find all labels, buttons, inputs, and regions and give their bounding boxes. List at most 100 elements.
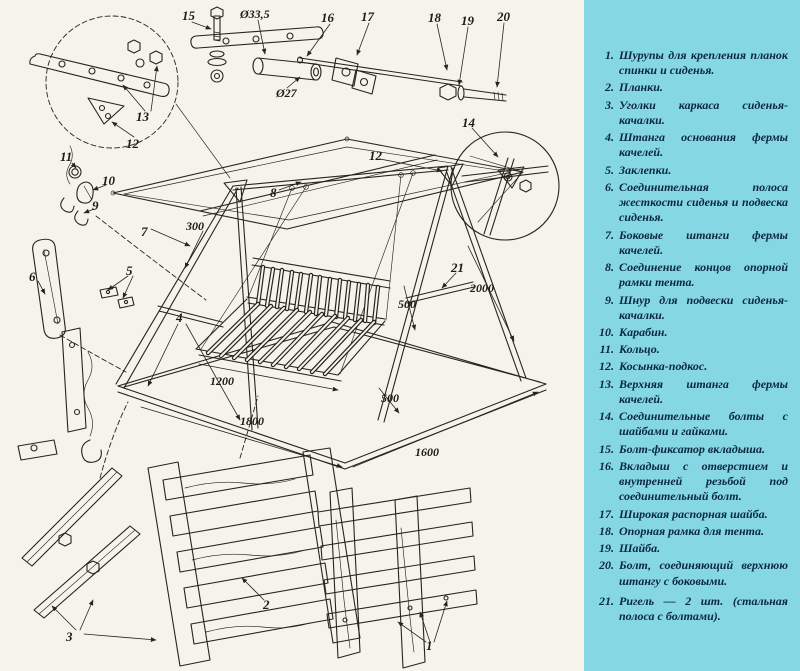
callout-1: 1: [426, 638, 433, 653]
legend-item-text: Болт, соединяющий верхнюю штангу с боков…: [619, 558, 788, 588]
dim-1600: 1600: [415, 445, 439, 459]
legend-item-text: Уголки каркаса сиденья-качалки.: [619, 97, 788, 127]
detail-rope-hardware: [60, 145, 207, 301]
leader-lines: [37, 21, 505, 643]
dim-2000: 2000: [469, 281, 494, 295]
callout-5: 5: [126, 263, 133, 278]
legend-item-number: 14.: [599, 409, 614, 424]
legend-item-number: 21.: [599, 593, 614, 608]
detail-corner-angles: [17, 327, 141, 619]
legend-item-15: 15. Болт-фиксатор вкладыша.: [592, 442, 788, 457]
callout-15: 15: [182, 8, 196, 23]
legend-item-number: 2.: [605, 80, 614, 95]
detail-lock-bolt-and-insert: [190, 6, 463, 95]
legend-item-4: 4. Штанга основания фермы качелей.: [592, 130, 788, 160]
legend-item-number: 16.: [599, 458, 614, 473]
legend-item-number: 10.: [599, 324, 614, 339]
legend-item-number: 12.: [599, 359, 614, 374]
legend-item-text: Боковые штанги фермы качелей.: [619, 227, 788, 257]
detail-back-planks: [317, 487, 478, 669]
legend-item-18: 18. Опорная рамка для тента.: [592, 524, 788, 539]
callout-16: 16: [321, 10, 335, 25]
legend-item-number: 11.: [599, 342, 614, 357]
callout-14: 14: [462, 115, 476, 130]
legend-item-12: 12. Косынка-подкос.: [592, 359, 788, 374]
legend-item-text: Шайба.: [619, 541, 661, 556]
canopy-frame: [110, 136, 524, 230]
legend-item-number: 17.: [599, 506, 614, 521]
detail-top-bar-joint: [29, 15, 231, 179]
legend-item-number: 19.: [599, 541, 614, 556]
legend-item-text: Болт-фиксатор вкладыша.: [619, 441, 766, 456]
legend-item-19: 19. Шайба.: [592, 541, 788, 556]
callout-6: 6: [29, 269, 36, 284]
legend-item-text: Шнур для подвески сиденья-качалки.: [619, 292, 788, 322]
callout-11: 11: [60, 149, 72, 164]
legend-item-14: 14. Соединительные болты с шайбами и гай…: [592, 409, 788, 439]
legend-item-9: 9. Шнур для подвески сиденья-качалки.: [592, 293, 788, 323]
legend-item-number: 8.: [605, 260, 614, 275]
dim-1800: 1800: [240, 414, 264, 428]
callout-21: 21: [450, 260, 464, 275]
callout-2: 2: [262, 597, 270, 612]
callout-9: 9: [92, 198, 99, 213]
legend-item-text: Широкая распорная шайба.: [619, 506, 768, 521]
detail-seat-planks: [147, 395, 361, 667]
dimension-lines: [140, 19, 539, 468]
legend-item-number: 15.: [599, 441, 614, 456]
legend-item-2: 2. Планки.: [592, 80, 788, 95]
assembly-drawing: 15 16 17 18 19 20 13 12 11 10 9 12 14 8 …: [17, 6, 560, 669]
legend-item-number: 5.: [605, 162, 614, 177]
swing-bench: [195, 170, 416, 382]
legend-item-13: 13. Верхняя штанга фермы качелей.: [592, 377, 788, 407]
callout-4: 4: [175, 310, 183, 325]
dim-1200: 1200: [210, 374, 234, 388]
legend-item-text: Опорная рамка для тента.: [619, 523, 764, 538]
legend-item-5: 5. Заклепки.: [592, 163, 788, 178]
callout-19: 19: [461, 13, 475, 28]
legend-item-text: Соединительные болты с шайбами и гайками…: [619, 409, 788, 439]
legend-item-text: Косынка-подкос.: [619, 359, 708, 374]
callout-18: 18: [428, 10, 442, 25]
legend-item-17: 17. Широкая распорная шайба.: [592, 507, 788, 522]
legend-item-20: 20. Болт, соединяющий верхнюю штангу с б…: [592, 558, 788, 588]
dimension-labels: Ø33,5 Ø27 300 500 2000 1200 500 1800 160…: [185, 7, 494, 459]
callout-12b: 12: [369, 148, 383, 163]
legend-item-text: Карабин.: [619, 324, 668, 339]
legend-item-21: 21. Ригель — 2 шт. (стальная полоса с бо…: [592, 594, 788, 624]
legend-item-3: 3. Уголки каркаса сиденья-качалки.: [592, 98, 788, 128]
legend-item-number: 7.: [605, 227, 614, 242]
legend-item-number: 4.: [605, 130, 614, 145]
callout-17: 17: [361, 9, 375, 24]
dim-300: 300: [185, 219, 204, 233]
callout-10: 10: [102, 173, 116, 188]
legend-item-10: 10. Карабин.: [592, 325, 788, 340]
callout-12: 12: [126, 136, 140, 151]
legend-item-text: Ригель — 2 шт. (стальная полоса с болтам…: [619, 593, 788, 623]
legend-item-text: Соединительная полоса жесткости сиденья …: [619, 179, 788, 225]
legend-item-11: 11. Кольцо.: [592, 342, 788, 357]
legend-item-text: Верхняя штанга фермы качелей.: [619, 376, 788, 406]
legend-item-number: 13.: [599, 376, 614, 391]
callout-7: 7: [141, 224, 148, 239]
legend-item-text: Штанга основания фермы качелей.: [619, 130, 788, 160]
legend-item-text: Кольцо.: [619, 342, 660, 357]
callout-3: 3: [65, 629, 73, 644]
parts-legend: 1. Шурупы для крепления планок спинки и …: [584, 0, 800, 671]
legend-item-8: 8. Соединение концов опорной рамки тента…: [592, 260, 788, 290]
part-callouts: 15 16 17 18 19 20 13 12 11 10 9 12 14 8 …: [29, 8, 511, 653]
legend-item-number: 20.: [599, 558, 614, 573]
callout-13: 13: [136, 109, 150, 124]
detail-suspension-strip: [32, 238, 135, 373]
legend-item-6: 6. Соединительная полоса жесткости сиден…: [592, 180, 788, 226]
legend-item-7: 7. Боковые штанги фермы качелей.: [592, 228, 788, 258]
legend-item-number: 3.: [605, 97, 614, 112]
swing-assembly-figure: 15 16 17 18 19 20 13 12 11 10 9 12 14 8 …: [17, 6, 560, 669]
dim-500-upper: 500: [398, 297, 416, 311]
legend-item-number: 18.: [599, 523, 614, 538]
legend-item-number: 1.: [605, 48, 614, 62]
legend-item-number: 9.: [605, 292, 614, 307]
legend-item-16: 16. Вкладыш с отверстием и внутренней ре…: [592, 459, 788, 505]
detail-connecting-bolt: [439, 83, 507, 102]
